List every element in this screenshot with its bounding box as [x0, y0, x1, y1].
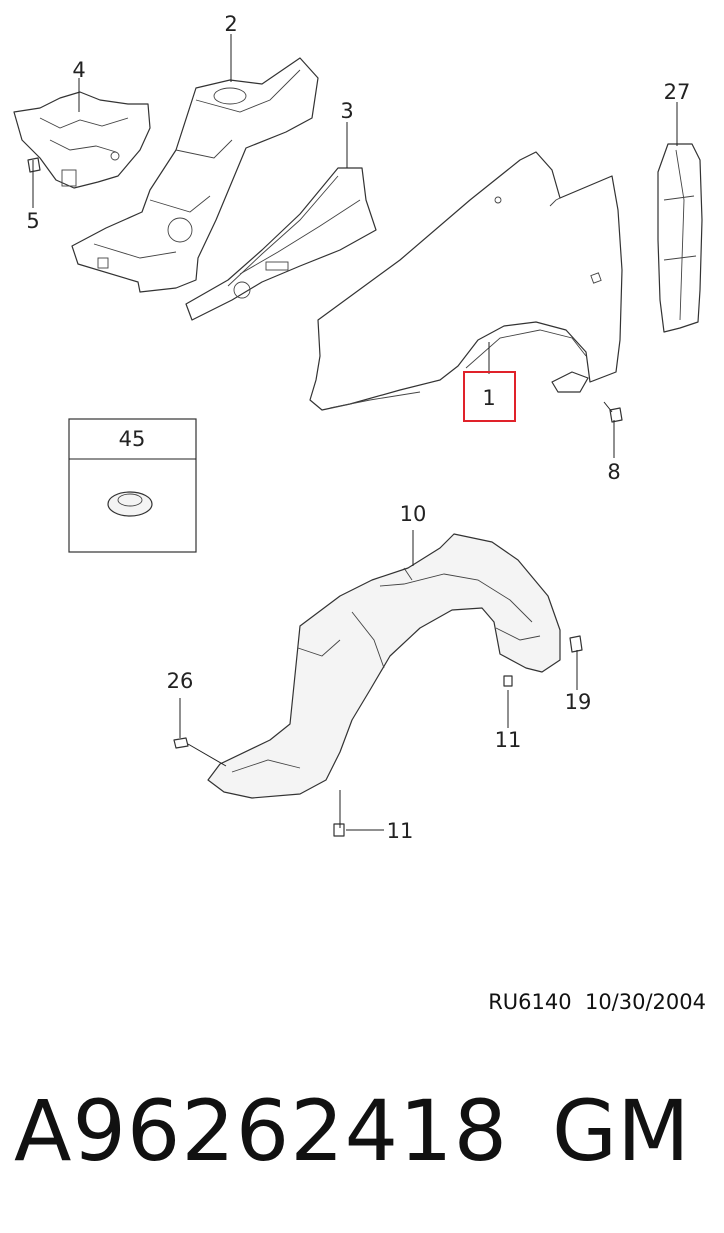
callout-26: 26 — [167, 669, 194, 693]
part-3-inner-rail — [185, 167, 377, 321]
part-8-bolt — [603, 401, 623, 423]
callout-4: 4 — [72, 58, 85, 82]
callout-45: 45 — [119, 427, 146, 451]
part-26-screw — [173, 737, 189, 749]
callout-2: 2 — [224, 12, 237, 36]
part-10-wheelhouse-liner — [207, 533, 561, 799]
part-2-side-member — [71, 57, 319, 293]
highlighted-part-box — [463, 371, 516, 422]
part-11-screw-upper — [503, 675, 513, 687]
callout-5: 5 — [26, 209, 39, 233]
part-4-bracket — [13, 91, 151, 189]
part-45-inset — [68, 418, 197, 553]
callout-1: 1 — [482, 386, 495, 410]
callout-27: 27 — [664, 80, 691, 104]
part-27-side-panel — [657, 143, 703, 333]
callout-10: 10 — [400, 502, 427, 526]
leader-lines — [32, 34, 678, 831]
callout-19: 19 — [565, 690, 592, 714]
callout-11-lower: 11 — [387, 819, 414, 843]
part-19-clip — [569, 635, 583, 653]
brand-name: GM — [552, 1082, 690, 1180]
callout-11-upper: 11 — [495, 728, 522, 752]
part-1-fender — [309, 151, 623, 411]
part-number: A96262418 — [14, 1082, 509, 1180]
diagram-reference-date: RU6140 10/30/2004 — [488, 990, 706, 1014]
callout-3: 3 — [340, 99, 353, 123]
callout-8: 8 — [607, 460, 620, 484]
part-11-screw-lower — [333, 823, 345, 837]
part-5-bolt — [27, 157, 41, 173]
